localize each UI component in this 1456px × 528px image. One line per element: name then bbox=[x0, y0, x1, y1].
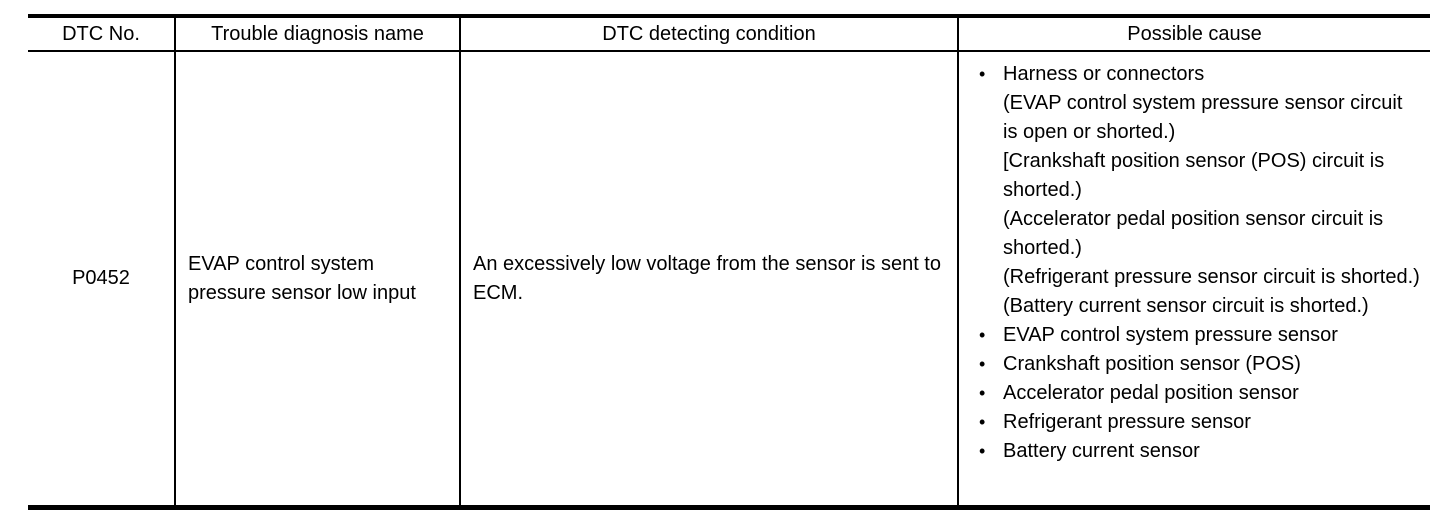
header-dtc-detecting-condition: DTC detecting condition bbox=[459, 16, 958, 52]
dtc-diagnostic-table: DTC No. Trouble diagnosis name DTC detec… bbox=[28, 14, 1430, 510]
table-row: P0452 EVAP control system pressure senso… bbox=[28, 51, 1430, 508]
bullet-icon: • bbox=[979, 412, 986, 432]
possible-cause-label: Crankshaft position sensor (POS) bbox=[1003, 353, 1301, 375]
cell-trouble-diagnosis-name: EVAP control system pressure sensor low … bbox=[174, 51, 460, 508]
bullet-icon: • bbox=[979, 354, 986, 374]
header-row: DTC No. Trouble diagnosis name DTC detec… bbox=[28, 16, 1430, 52]
possible-cause-item: • Crankshaft position sensor (POS) bbox=[977, 350, 1420, 379]
possible-cause-label: Accelerator pedal position sensor bbox=[1003, 382, 1299, 404]
possible-cause-item: • Battery current sensor bbox=[977, 437, 1420, 466]
possible-cause-detail: (Battery current sensor circuit is short… bbox=[1003, 295, 1369, 317]
header-trouble-diagnosis-name: Trouble diagnosis name bbox=[174, 16, 460, 52]
possible-cause-item: • Accelerator pedal position sensor bbox=[977, 379, 1420, 408]
bullet-icon: • bbox=[979, 441, 986, 461]
possible-cause-detail: (Accelerator pedal position sensor circu… bbox=[1003, 208, 1384, 259]
possible-cause-label: Battery current sensor bbox=[1003, 440, 1200, 462]
header-dtc-no: DTC No. bbox=[28, 16, 175, 52]
possible-cause-label: Harness or connectors bbox=[1003, 63, 1205, 85]
possible-cause-label: Refrigerant pressure sensor bbox=[1003, 411, 1251, 433]
possible-cause-detail: [Crankshaft position sensor (POS) circui… bbox=[1003, 150, 1385, 201]
possible-cause-detail: (EVAP control system pressure sensor cir… bbox=[1003, 92, 1403, 143]
bullet-icon: • bbox=[979, 383, 986, 403]
possible-cause-item: • Harness or connectors (EVAP control syst… bbox=[977, 60, 1420, 321]
possible-cause-detail: (Refrigerant pressure sensor circuit is … bbox=[1003, 266, 1420, 288]
possible-cause-item: • EVAP control system pressure sensor bbox=[977, 321, 1420, 350]
header-possible-cause: Possible cause bbox=[957, 16, 1430, 52]
cell-possible-cause: • Harness or connectors (EVAP control syst… bbox=[957, 51, 1430, 508]
bullet-icon: • bbox=[979, 325, 986, 345]
cell-dtc-detecting-condition: An excessively low voltage from the sens… bbox=[459, 51, 958, 508]
possible-cause-item: • Refrigerant pressure sensor bbox=[977, 408, 1420, 437]
cell-dtc-no: P0452 bbox=[72, 267, 130, 289]
possible-cause-label: EVAP control system pressure sensor bbox=[1003, 324, 1338, 346]
bullet-icon: • bbox=[979, 64, 986, 84]
possible-cause-list: • Harness or connectors (EVAP control syst… bbox=[977, 60, 1420, 466]
